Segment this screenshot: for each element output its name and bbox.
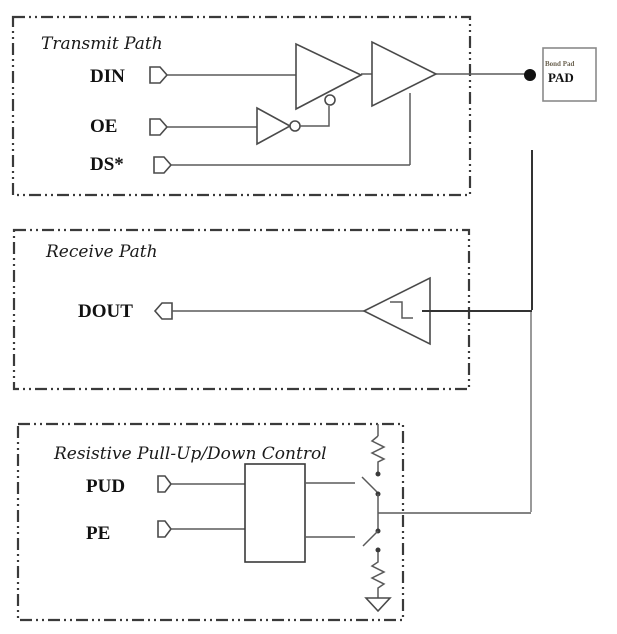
pulldown-resistor-icon bbox=[370, 552, 386, 598]
pin-label-ds: DS* bbox=[90, 154, 124, 175]
pad-box bbox=[542, 47, 597, 102]
pull-control-section: Resistive Pull-Up/Down Control PUD PE bbox=[16, 422, 531, 622]
input-port-icon bbox=[157, 475, 172, 493]
drive-buffer-icon bbox=[371, 40, 438, 108]
ground-icon bbox=[364, 597, 392, 613]
enable-bubble-icon bbox=[324, 94, 336, 106]
pad-node-dot bbox=[524, 69, 536, 81]
transmit-path-title: Transmit Path bbox=[41, 34, 163, 54]
receive-path-section: Receive Path DOUT bbox=[12, 228, 532, 391]
inverter-icon bbox=[256, 106, 292, 146]
pin-label-pud: PUD bbox=[86, 476, 125, 497]
switch-contact-dot bbox=[375, 547, 381, 553]
hysteresis-symbol-icon bbox=[390, 301, 413, 319]
input-port-icon bbox=[149, 66, 169, 84]
pad-caption: Bond Pad bbox=[545, 60, 574, 68]
pull-control-frame bbox=[16, 422, 405, 622]
oe-enable-wire bbox=[300, 106, 330, 127]
pin-label-dout: DOUT bbox=[78, 301, 133, 322]
pin-label-oe: OE bbox=[90, 116, 117, 137]
bond-pad: Bond Pad PAD bbox=[524, 47, 597, 102]
pull-control-title: Resistive Pull-Up/Down Control bbox=[53, 444, 327, 464]
output-port-icon bbox=[153, 302, 173, 320]
receive-path-frame bbox=[12, 228, 471, 391]
switch-contact-dot bbox=[375, 471, 381, 477]
pull-control-logic-block bbox=[244, 463, 306, 563]
transmit-path-section: Transmit Path DIN OE DS* bbox=[11, 15, 528, 197]
input-port-icon bbox=[149, 118, 169, 136]
pad-label: PAD bbox=[548, 70, 574, 85]
inverter-bubble-icon bbox=[289, 120, 301, 132]
receive-path-title: Receive Path bbox=[45, 242, 158, 262]
transmit-path-frame bbox=[11, 15, 472, 197]
input-port-icon bbox=[153, 156, 173, 174]
pullup-switch-icon bbox=[361, 476, 379, 494]
input-port-icon bbox=[157, 520, 172, 538]
pin-label-pe: PE bbox=[86, 523, 110, 544]
schmitt-trigger-icon bbox=[362, 276, 431, 346]
pulldown-switch-icon bbox=[362, 530, 379, 547]
pin-label-din: DIN bbox=[90, 66, 125, 87]
pullup-resistor-icon bbox=[370, 435, 386, 472]
tristate-buffer-icon bbox=[295, 42, 363, 111]
